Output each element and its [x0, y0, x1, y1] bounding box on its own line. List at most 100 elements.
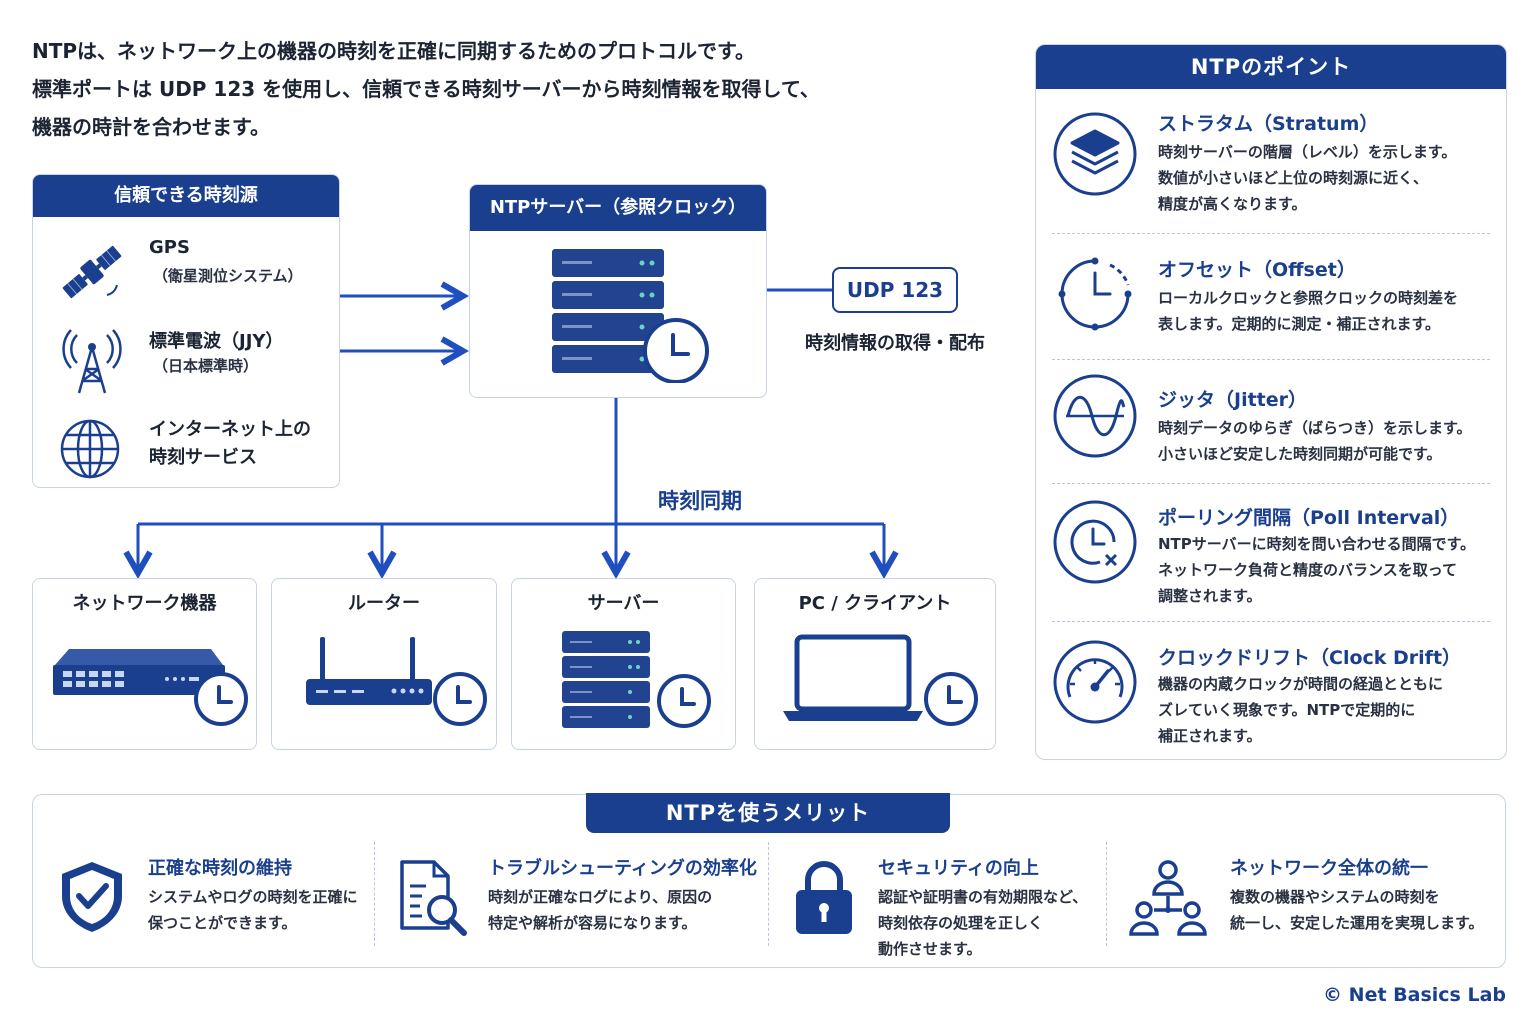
network-users-icon: [1129, 860, 1207, 936]
intro-line: 標準ポートは UDP 123 を使用し、信頼できる時刻サーバーから時刻情報を取得…: [32, 77, 820, 101]
merit-desc-line: 時刻依存の処理を正しく: [878, 914, 1044, 932]
time-source-title: 信頼できる時刻源: [33, 175, 339, 217]
laptop-icon: [783, 634, 978, 726]
point-desc-line: 時刻サーバーの階層（レベル）を示します。: [1158, 143, 1457, 161]
merit-desc: 複数の機器やシステムの時刻を 統一し、安定した運用を実現します。: [1230, 884, 1484, 936]
source-item-jjy: 標準電波（JJY） （日本標準時）: [33, 323, 339, 403]
intro-text: NTPは、ネットワーク上の機器の時刻を正確に同期するためのプロトコルです。 標準…: [32, 32, 972, 146]
intro-line: NTPは、ネットワーク上の機器の時刻を正確に同期するためのプロトコルです。: [32, 39, 756, 63]
divider: [1052, 233, 1490, 234]
merit-separator: [768, 842, 769, 946]
device-pc-client: PC / クライアント: [754, 578, 996, 750]
clock-offset-icon: [1058, 257, 1132, 331]
merit-desc-line: 保つことができます。: [148, 914, 297, 932]
point-desc-line: 表します。定期的に測定・補正されます。: [1158, 315, 1441, 333]
merit-desc: システムやログの時刻を正確に 保つことができます。: [148, 884, 358, 936]
source-sub: （衛星測位システム）: [153, 267, 303, 285]
merit-desc-line: 動作させます。: [878, 940, 982, 958]
source-item-internet: インターネット上の 時刻サービス: [33, 411, 339, 487]
time-source-panel: 信頼できる時刻源 GPS （衛星測位システム） 標準電波（JJY）: [32, 174, 340, 488]
shield-check-icon: [62, 862, 122, 932]
point-desc-line: 補正されます。: [1158, 727, 1262, 745]
lock-icon: [796, 861, 852, 934]
point-title: ポーリング間隔（Poll Interval）: [1158, 507, 1460, 529]
globe-icon: [60, 419, 120, 479]
ntp-points-panel: NTPのポイント ストラタム（Stratum） 時刻サーバーの階層（レベル）を示…: [1035, 44, 1507, 760]
source-sub: 時刻サービス: [149, 447, 257, 468]
radio-tower-icon: [62, 329, 122, 394]
source-label: GPS: [149, 237, 190, 258]
point-desc: 時刻サーバーの階層（レベル）を示します。 数値が小さいほど上位の時刻源に近く、 …: [1158, 139, 1456, 217]
divider: [1052, 621, 1490, 622]
device-label: ルーター: [348, 593, 420, 614]
ntp-server-title: NTPサーバー（参照クロック）: [470, 185, 766, 231]
merit-desc-line: システムやログの時刻を正確に: [148, 888, 358, 906]
device-server: サーバー: [511, 578, 736, 750]
point-title: クロックドリフト（Clock Drift）: [1158, 647, 1462, 669]
document-search-icon: [400, 860, 467, 936]
point-desc-line: 小さいほど安定した時刻同期が可能です。: [1158, 445, 1442, 463]
intro-line: 機器の時計を合わせます。: [32, 115, 270, 139]
ntp-merits-title: NTPを使うメリット: [586, 793, 950, 833]
source-label: 標準電波（JJY）: [149, 331, 284, 352]
point-title: ジッタ（Jitter）: [1158, 389, 1308, 411]
point-desc-line: ネットワーク負荷と精度のバランスを取って: [1158, 561, 1457, 579]
source-label: インターネット上の: [149, 419, 311, 440]
source-item-gps: GPS （衛星測位システム）: [33, 233, 339, 313]
point-desc: ローカルクロックと参照クロックの時刻差を 表します。定期的に測定・補正されます。: [1158, 285, 1458, 337]
point-desc-line: 調整されます。: [1158, 587, 1262, 605]
device-label: PC / クライアント: [798, 593, 952, 614]
router-icon: [306, 637, 487, 726]
divider: [1052, 483, 1490, 484]
clock-poll-icon: [1053, 500, 1137, 584]
merit-desc: 認証や証明書の有効期限など、 時刻依存の処理を正しく 動作させます。: [878, 884, 1087, 962]
merit-troubleshooting: トラブルシューティングの効率化 時刻が正確なログにより、原因の 特定や解析が容易…: [392, 846, 764, 966]
gauge-icon: [1053, 640, 1137, 724]
point-desc: 時刻データのゆらぎ（ばらつき）を示します。 小さいほど安定した時刻同期が可能です…: [1158, 415, 1472, 467]
merit-title: ネットワーク全体の統一: [1230, 858, 1428, 879]
satellite-icon: [62, 245, 122, 299]
server-icon: [562, 631, 711, 728]
udp-port-badge: UDP 123: [832, 267, 958, 313]
merit-desc-line: 認証や証明書の有効期限など、: [878, 888, 1088, 906]
merit-desc-line: 統一し、安定した運用を実現します。: [1230, 914, 1484, 932]
point-desc-line: 機器の内蔵クロックが時間の経過とともに: [1158, 675, 1444, 693]
merit-desc: 時刻が正確なログにより、原因の 特定や解析が容易になります。: [488, 884, 712, 936]
merit-network-unify: ネットワーク全体の統一 複数の機器やシステムの時刻を 統一し、安定した運用を実現…: [1126, 846, 1502, 966]
point-desc: NTPサーバーに時刻を問い合わせる間隔です。 ネットワーク負荷と精度のバランスを…: [1158, 531, 1475, 609]
point-desc-line: ローカルクロックと参照クロックの時刻差を: [1158, 289, 1459, 307]
source-sub: （日本標準時）: [153, 357, 259, 375]
ntp-points-title: NTPのポイント: [1036, 45, 1506, 89]
merit-title: セキュリティの向上: [878, 858, 1039, 879]
device-router: ルーター: [271, 578, 497, 750]
ntp-server-panel: NTPサーバー（参照クロック）: [469, 184, 767, 398]
merit-title: 正確な時刻の維持: [148, 858, 292, 879]
sync-label: 時刻同期: [658, 489, 742, 513]
device-label: ネットワーク機器: [72, 593, 217, 614]
device-label: サーバー: [587, 593, 660, 614]
server-clock-icon: [552, 249, 709, 383]
merit-title: トラブルシューティングの効率化: [488, 858, 757, 879]
divider: [1052, 359, 1490, 360]
merit-desc-line: 時刻が正確なログにより、原因の: [488, 888, 713, 906]
merit-separator: [1106, 842, 1107, 946]
merit-desc-line: 特定や解析が容易になります。: [488, 914, 697, 932]
device-network-equipment: ネットワーク機器: [32, 578, 257, 750]
network-switch-icon: [53, 649, 248, 726]
merit-security: セキュリティの向上 認証や証明書の有効期限など、 時刻依存の処理を正しく 動作さ…: [786, 846, 1104, 966]
point-desc-line: NTPサーバーに時刻を問い合わせる間隔です。: [1158, 535, 1476, 553]
point-desc-line: 数値が小さいほど上位の時刻源に近く、: [1158, 169, 1429, 187]
sine-wave-icon: [1053, 374, 1137, 458]
merit-desc-line: 複数の機器やシステムの時刻を: [1230, 888, 1440, 906]
merit-separator: [374, 842, 375, 946]
point-title: オフセット（Offset）: [1158, 259, 1356, 281]
point-desc-line: 精度が高くなります。: [1158, 195, 1307, 213]
point-desc-line: 時刻データのゆらぎ（ばらつき）を示します。: [1158, 419, 1472, 437]
point-title: ストラタム（Stratum）: [1158, 113, 1379, 135]
udp-caption: 時刻情報の取得・配布: [805, 333, 985, 354]
point-desc-line: ズレていく現象です。NTPで定期的に: [1158, 701, 1416, 719]
layers-icon: [1053, 112, 1137, 196]
point-desc: 機器の内蔵クロックが時間の経過とともに ズレていく現象です。NTPで定期的に 補…: [1158, 671, 1443, 749]
copyright: © Net Basics Lab: [1323, 984, 1506, 1006]
